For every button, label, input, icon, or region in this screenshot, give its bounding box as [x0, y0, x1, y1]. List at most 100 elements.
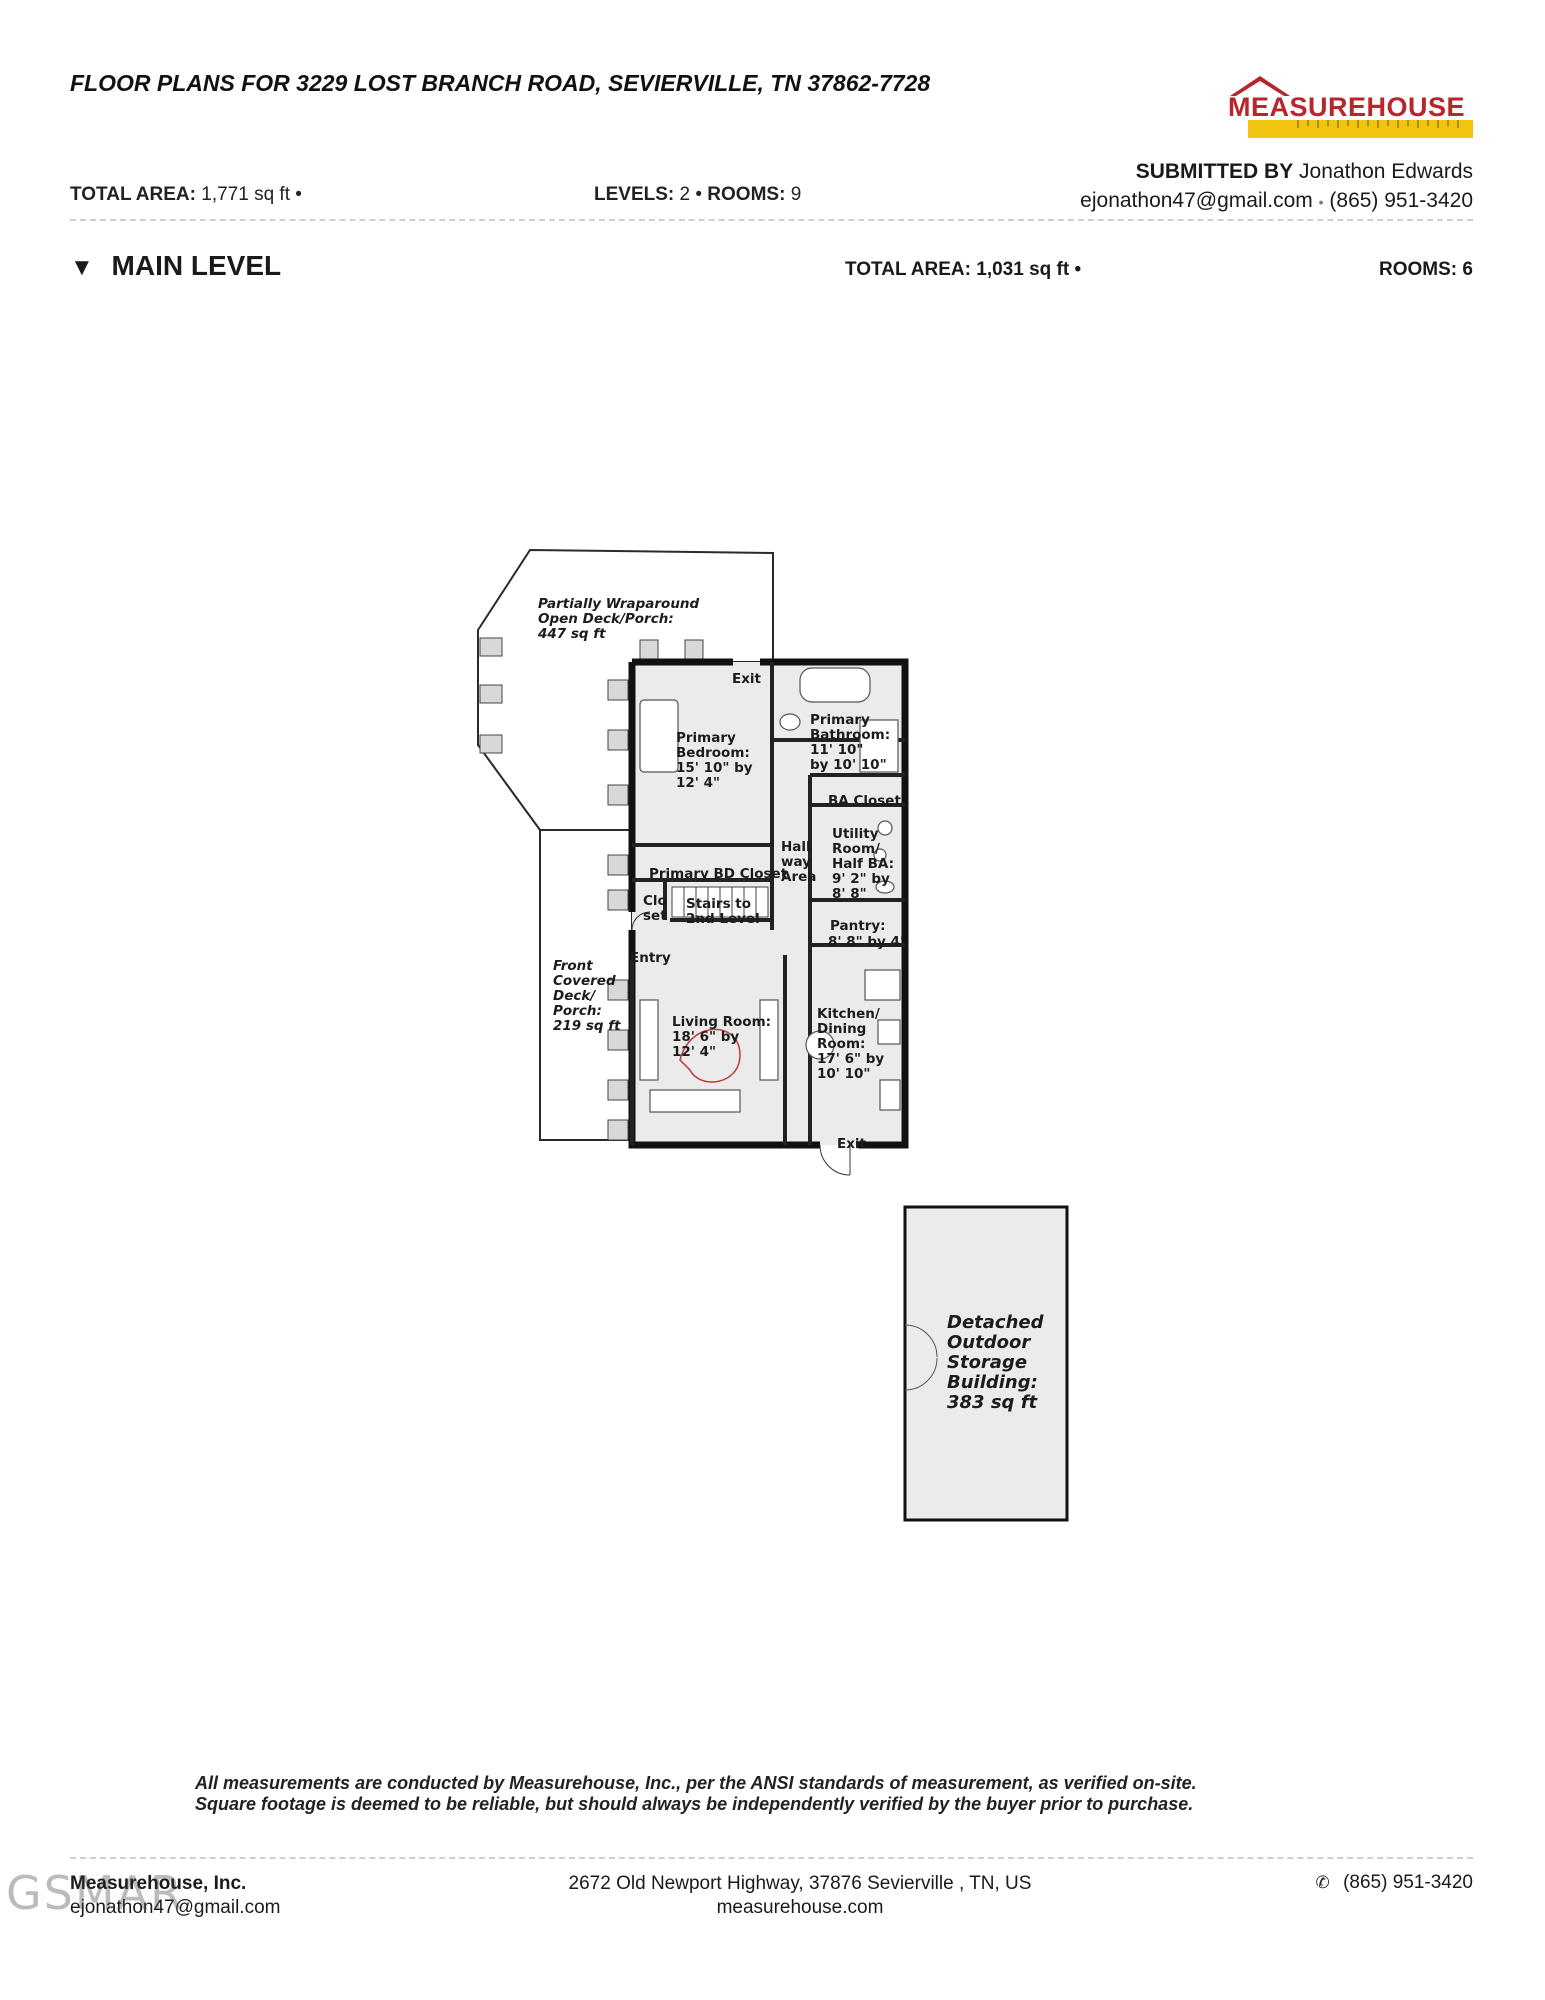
rooms-value: 9: [790, 184, 802, 205]
total-area-summary: TOTAL AREA: 1,771 sq ft •: [70, 184, 302, 206]
footer-phone[interactable]: (865) 951-3420: [1343, 1872, 1473, 1893]
stairs-line-2: 2nd Level: [686, 911, 760, 927]
living-room-label: Living Room: 18' 6" by 12' 4": [672, 1014, 771, 1060]
levels-rooms-summary: LEVELS: 2 • ROOMS: 9: [594, 184, 801, 206]
storage-building: [903, 1205, 1069, 1522]
page-title: FLOOR PLANS FOR 3229 LOST BRANCH ROAD, S…: [70, 70, 931, 96]
levels-label: LEVELS:: [594, 184, 675, 205]
watermark: GSMAR: [6, 1866, 184, 1920]
contact-email[interactable]: ejonathon47@gmail.com: [1080, 189, 1313, 212]
contact-phone[interactable]: (865) 951-3420: [1329, 189, 1473, 212]
closet-label: Clo set: [643, 893, 667, 924]
disclaimer-line-1: All measurements are conducted by Measur…: [195, 1773, 1197, 1793]
kitchen-line-1: Kitchen/: [817, 1006, 880, 1022]
header-divider: [70, 219, 1473, 221]
kitchen-line-2: Dining: [817, 1021, 866, 1037]
primary-bedroom-label: Primary Bedroom: 15' 10" by 12' 4": [676, 730, 753, 791]
porch-line-4: Porch:: [553, 1003, 602, 1019]
storage-line-1: Detached: [947, 1312, 1045, 1333]
disclaimer: All measurements are conducted by Measur…: [195, 1773, 1355, 1815]
submitted-by-label: SUBMITTED BY: [1135, 160, 1294, 183]
deck-label-line-3: 447 sq ft: [537, 626, 606, 642]
stairs-label: Stairs to 2nd Level: [686, 896, 760, 927]
closet-line-2: set: [643, 908, 667, 924]
phone-icon: ✆: [1315, 1873, 1330, 1892]
utility-line-3: Half BA:: [832, 856, 894, 872]
total-area-label: TOTAL AREA:: [70, 184, 196, 205]
footer-divider: [70, 1857, 1473, 1859]
bedroom-line-4: 12' 4": [676, 775, 720, 791]
living-line-1: Living Room:: [672, 1014, 771, 1030]
measurehouse-logo: MEASUREHOUSE: [1228, 72, 1473, 152]
primary-bathroom-label: Primary Bathroom: 11' 10" by 10' 10": [810, 712, 890, 773]
storage-label: Detached Outdoor Storage Building: 383 s…: [947, 1312, 1045, 1413]
kitchen-line-3: Room:: [817, 1036, 865, 1052]
utility-line-1: Utility: [832, 826, 879, 842]
porch-line-2: Covered: [553, 973, 616, 989]
exit-bottom-label: Exit: [837, 1136, 867, 1152]
submitted-by-block: SUBMITTED BY Jonathon Edwards ejonathon4…: [1080, 157, 1473, 217]
footer-website[interactable]: measurehouse.com: [716, 1897, 884, 1918]
closet-line-1: Clo: [643, 893, 667, 909]
utility-line-4: 9' 2" by: [832, 871, 890, 887]
level-area-summary: TOTAL AREA: 1,031 sq ft •: [845, 259, 1081, 281]
logo-wordmark: MEASUREHOUSE: [1228, 92, 1466, 122]
bedroom-line-3: 15' 10" by: [676, 760, 753, 776]
storage-line-3: Storage: [947, 1352, 1027, 1373]
footer-company-block: Measurehouse, Inc. ejonathon47@gmail.com: [70, 1872, 280, 1920]
total-area-value: 1,771 sq ft •: [201, 184, 302, 205]
level-rooms-summary: ROOMS: 6: [1379, 259, 1473, 281]
exit-top-label: Exit: [732, 671, 762, 687]
submitted-by-name: Jonathon Edwards: [1299, 160, 1473, 183]
bath-line-3: 11' 10": [810, 742, 863, 758]
deck-label: Partially Wraparound Open Deck/Porch: 44…: [537, 596, 700, 642]
bath-line-4: by 10' 10": [810, 757, 887, 773]
hallway-label: Hall way Area: [781, 839, 816, 885]
storage-line-2: Outdoor: [947, 1332, 1031, 1353]
disclaimer-line-2: Square footage is deemed to be reliable,…: [195, 1794, 1194, 1814]
levels-value: 2 •: [679, 184, 703, 205]
footer-address-block: 2672 Old Newport Highway, 37876 Seviervi…: [500, 1872, 1100, 1920]
utility-line-2: Room/: [832, 841, 880, 857]
bath-line-1: Primary: [810, 712, 870, 728]
rooms-label: ROOMS:: [707, 184, 786, 205]
bath-line-2: Bathroom:: [810, 727, 890, 743]
collapse-triangle-icon[interactable]: ▼: [70, 254, 94, 281]
house-roof-icon: [1230, 76, 1473, 138]
deck-label-line-1: Partially Wraparound: [538, 596, 700, 612]
hall-line-1: Hall: [781, 839, 811, 855]
living-line-2: 18' 6" by: [672, 1029, 739, 1045]
footer-email[interactable]: ejonathon47@gmail.com: [70, 1897, 281, 1918]
footer-company: Measurehouse, Inc.: [70, 1873, 247, 1894]
level-name: MAIN LEVEL: [111, 250, 282, 281]
level-area-label: TOTAL AREA:: [845, 259, 971, 280]
primary-bd-closet-label: Primary BD Closet: [649, 866, 788, 882]
utility-line-5: 8' 8": [832, 886, 867, 902]
kitchen-line-5: 10' 10": [817, 1066, 870, 1082]
pantry-line-1: Pantry:: [830, 918, 886, 934]
storage-line-5: 383 sq ft: [947, 1392, 1039, 1413]
kitchen-line-4: 17' 6" by: [817, 1051, 884, 1067]
kitchen-label: Kitchen/ Dining Room: 17' 6" by 10' 10": [817, 1006, 884, 1082]
deck-label-line-2: Open Deck/Porch:: [538, 611, 674, 627]
level-rooms-value: 6: [1462, 259, 1473, 280]
porch-line-1: Front: [553, 958, 593, 974]
pantry-line-2: 8' 8" by 4': [828, 934, 904, 950]
living-room-rug: [679, 1028, 741, 1083]
porch-line-5: 219 sq ft: [553, 1018, 621, 1034]
level-rooms-label: ROOMS:: [1379, 259, 1458, 280]
stairs-line-1: Stairs to: [686, 896, 751, 912]
storage-line-4: Building:: [947, 1372, 1038, 1393]
hall-line-3: Area: [781, 869, 816, 885]
bedroom-line-1: Primary: [676, 730, 736, 746]
entry-label: Entry: [630, 950, 671, 966]
level-area-value: 1,031 sq ft •: [976, 259, 1082, 280]
level-heading[interactable]: ▼ MAIN LEVEL: [70, 250, 281, 282]
bedroom-line-2: Bedroom:: [676, 745, 750, 761]
living-line-3: 12' 4": [672, 1044, 716, 1060]
hall-line-2: way: [781, 854, 811, 870]
porch-line-3: Deck/: [553, 988, 596, 1004]
contact-separator: •: [1318, 194, 1324, 210]
footer-phone-block[interactable]: ✆ (865) 951-3420: [1316, 1872, 1473, 1894]
